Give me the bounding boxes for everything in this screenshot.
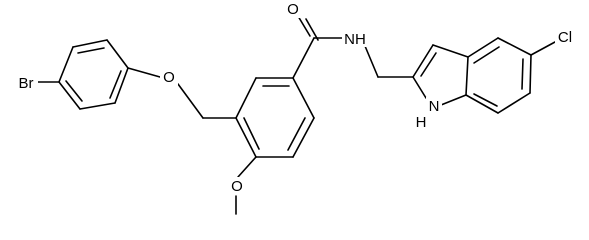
atom-o-carbonyl: O [284, 0, 302, 18]
atom-o-methoxy: O [228, 177, 246, 195]
indole-pyrrole-ring [412, 44, 469, 106]
bond-n-ch2 [364, 45, 379, 78]
label-o-carbonyl: O [287, 1, 299, 18]
bond-o-ether-ch2 [177, 83, 204, 119]
atom-h-indole: H [414, 113, 428, 131]
atom-nh-amide: NH [342, 29, 368, 48]
label-o-ether: O [163, 69, 175, 86]
bond-carbonyl-o-1 [297, 15, 311, 37]
label-h-indole: H [416, 114, 427, 131]
atom-o-ether: O [160, 68, 178, 86]
label-nh-amide: NH [344, 31, 366, 48]
bond-ring-cl [530, 41, 556, 56]
bond-ring-o-ether [127, 67, 161, 78]
structure-svg: O NH O Br O Cl N H [14, 0, 575, 215]
bromophenyl-ring [58, 39, 129, 110]
central-ring [235, 77, 315, 158]
atom-cl: Cl [555, 28, 575, 46]
label-cl: Cl [558, 29, 572, 46]
molecule-structure: O NH O Br O Cl N H [14, 0, 575, 215]
bond-ring-carbonyl [292, 37, 315, 79]
indole-benzene-ring [465, 37, 532, 114]
label-n-indole: N [429, 98, 440, 115]
bond-ring-o-methoxy [237, 156, 257, 178]
bond-carbonyl-o-2 [305, 18, 319, 41]
label-br: Br [19, 75, 34, 92]
atom-br: Br [14, 73, 38, 92]
atom-n-indole: N [426, 97, 442, 115]
label-o-methoxy: O [231, 178, 243, 195]
